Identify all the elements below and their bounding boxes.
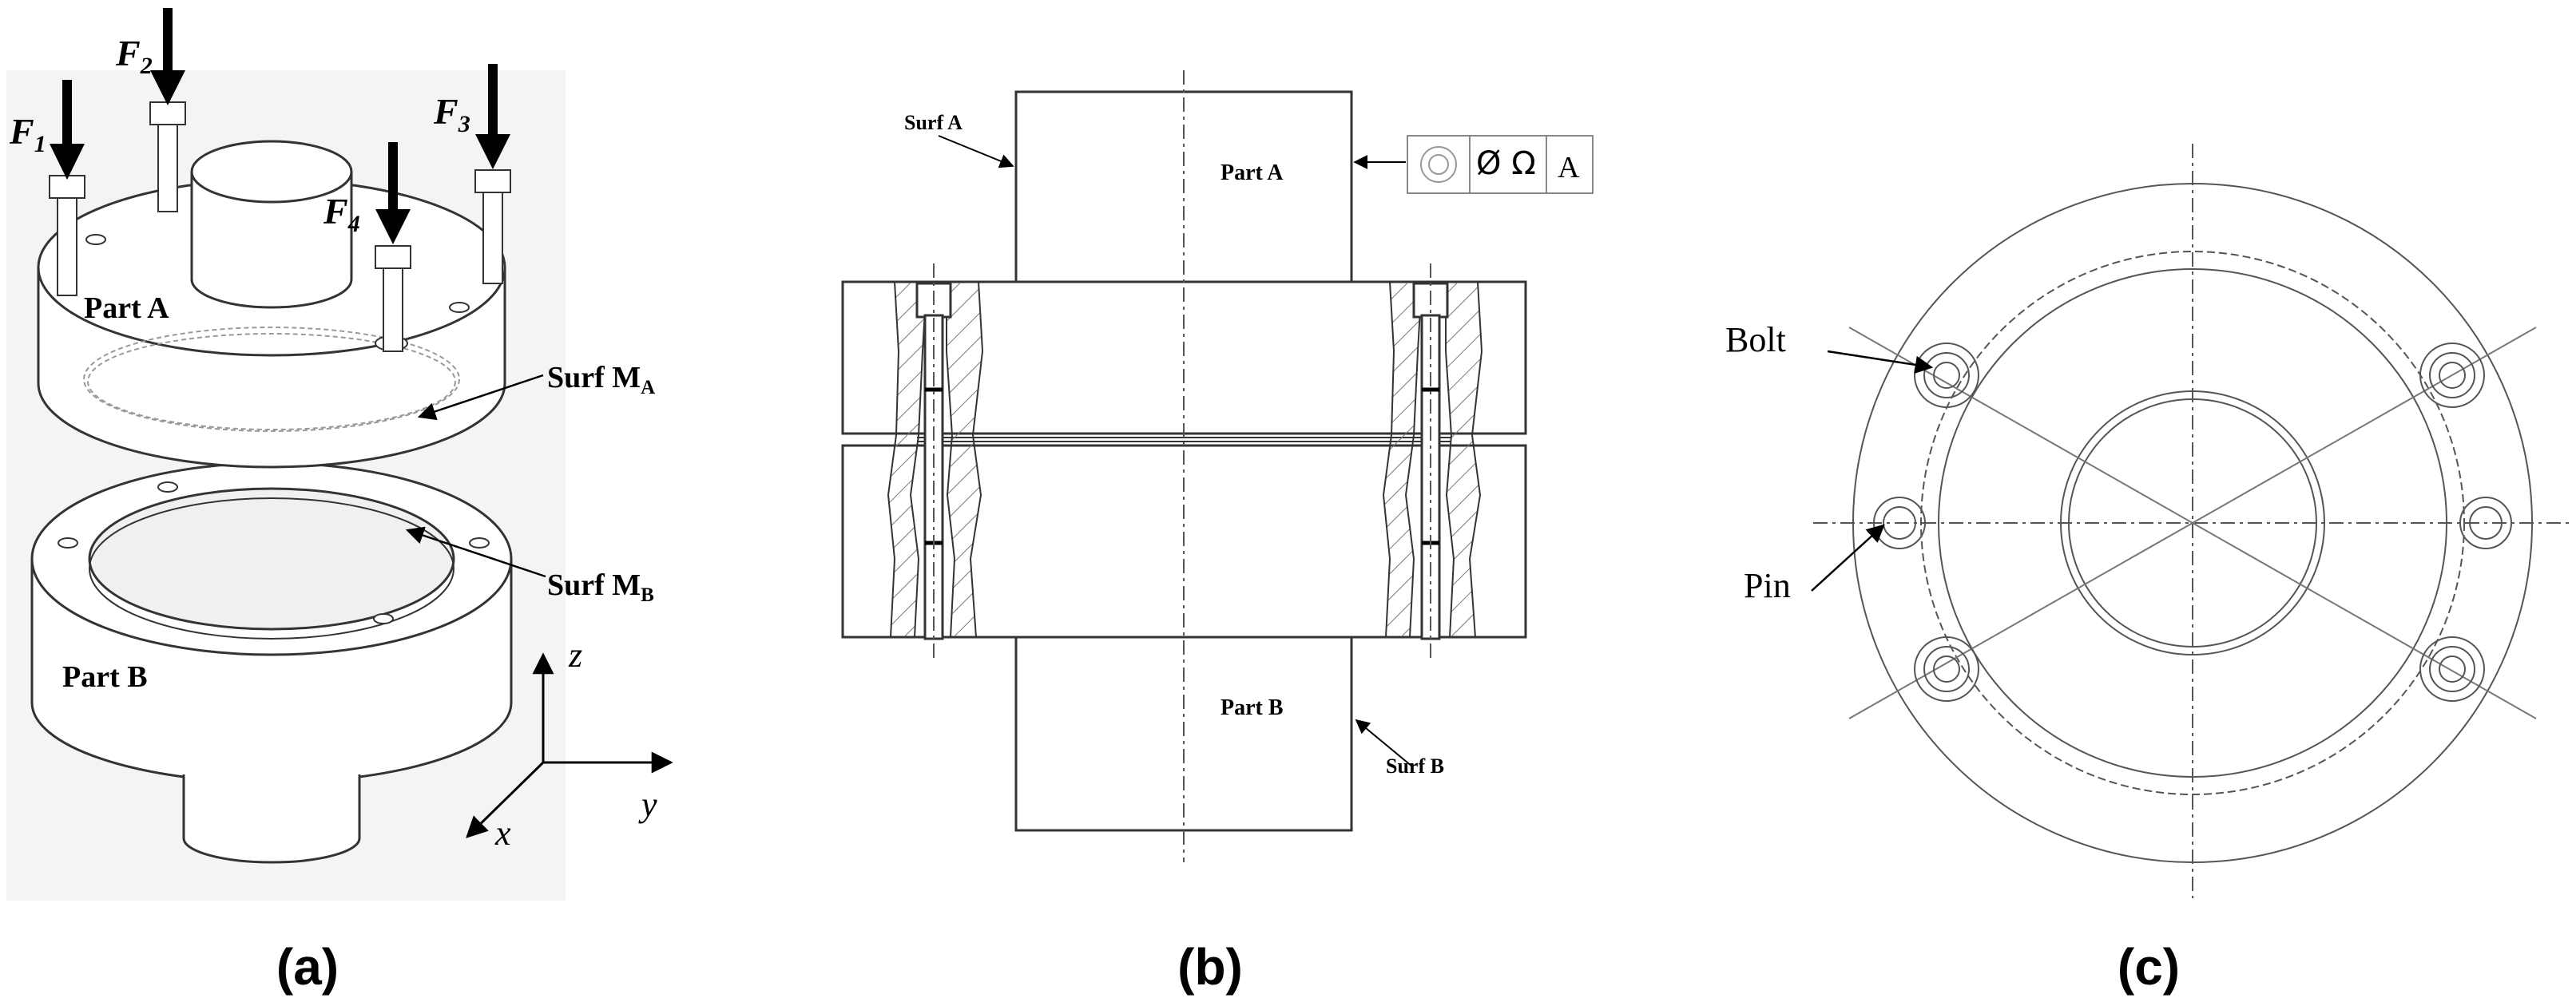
bolt-label: Bolt (1725, 320, 1786, 359)
bolt-hole-top-left (1914, 343, 1979, 408)
surf-b-label: Surf B (1386, 754, 1444, 778)
pin-hole-left-outer (1873, 497, 1926, 549)
bolt-hole-bottom-right (2419, 636, 2485, 702)
force-label-4-sub: 4 (347, 211, 360, 237)
force-arrow-1 (50, 80, 85, 180)
part-b-3d (30, 461, 513, 864)
axis-x-label: x (494, 814, 511, 853)
pin-hole-right-outer (2459, 497, 2512, 549)
force-label-2-main: F (115, 33, 141, 73)
part-b-label-3d: Part B (62, 660, 148, 694)
force-label-3-main: F (433, 91, 458, 132)
force-label-3-sub: 3 (458, 111, 470, 137)
surf-a-leader (938, 135, 1014, 168)
coordinate-axes (466, 652, 673, 838)
part-b-label-section: Part B (1221, 695, 1284, 720)
surf-mb-sub: B (641, 584, 654, 606)
bolt-hole-bottom-left (1914, 636, 1979, 702)
hatch-left-outer (887, 281, 928, 638)
surf-mb-label: Surf MB (547, 568, 654, 606)
diagonal-line-2 (1848, 327, 2537, 719)
hatch-right-inner (1445, 281, 1483, 638)
pin-hole-left-inner (1883, 506, 1916, 540)
force-label-2-sub: 2 (140, 53, 153, 79)
bolt-hole-top-right (2419, 343, 2485, 408)
surf-a-label: Surf A (904, 111, 963, 134)
caption-b: (b) (1177, 938, 1243, 996)
surf-ma-label: Surf MA (547, 361, 655, 398)
caption-c: (c) (2118, 938, 2180, 996)
surf-mb-leader (405, 526, 546, 578)
pin-label: Pin (1744, 566, 1791, 605)
panel-b: Surf A Part A Part B Surf B Ø Ω A (b) (841, 70, 1594, 996)
pin-hole-right-inner (2469, 506, 2503, 540)
surf-ma-leader (417, 374, 544, 421)
force-arrow-3 (475, 64, 510, 169)
force-arrow-4 (375, 142, 411, 244)
force-label-1-sub: 1 (34, 131, 46, 157)
concentricity-icon (1420, 146, 1457, 183)
surf-b-leader (1355, 719, 1413, 767)
axis-z-label: z (568, 636, 582, 675)
datum-label: A (1558, 151, 1580, 184)
surf-ma-main: Surf M (547, 361, 641, 394)
force-arrows (50, 8, 510, 244)
force-label-1-main: F (9, 111, 34, 152)
pin-leader (1811, 524, 1885, 592)
force-label-4: F4 (323, 191, 360, 237)
panel-a: F1 F2 F3 F4 Part A Part B Surf MA Surf M… (6, 8, 673, 996)
panel-c: Bolt Pin (c) (1725, 144, 2572, 996)
force-arrow-2 (150, 8, 185, 105)
axis-y-label: y (638, 785, 657, 824)
part-a-label-section: Part A (1221, 160, 1284, 185)
surf-ma-sub: A (641, 377, 655, 398)
part-a-label-3d: Part A (84, 291, 169, 325)
caption-a: (a) (276, 938, 339, 996)
surf-mb-main: Surf M (547, 568, 641, 602)
pin-holes (1873, 497, 2512, 549)
hatch-left-inner (946, 281, 984, 638)
force-label-3: F3 (433, 91, 470, 137)
force-label-1: F1 (9, 111, 46, 157)
bolt-leader (1827, 350, 1934, 374)
bolt-holes (1914, 343, 2485, 702)
force-label-4-main: F (323, 191, 348, 232)
hatch-right-outer (1382, 281, 1423, 638)
force-label-2: F2 (115, 33, 153, 79)
tolerance-frame (1353, 135, 1594, 194)
bolts-3d (49, 101, 511, 352)
tolerance-symbol: Ø Ω (1476, 145, 1536, 182)
bolt-pitch-circle (1920, 251, 2465, 795)
